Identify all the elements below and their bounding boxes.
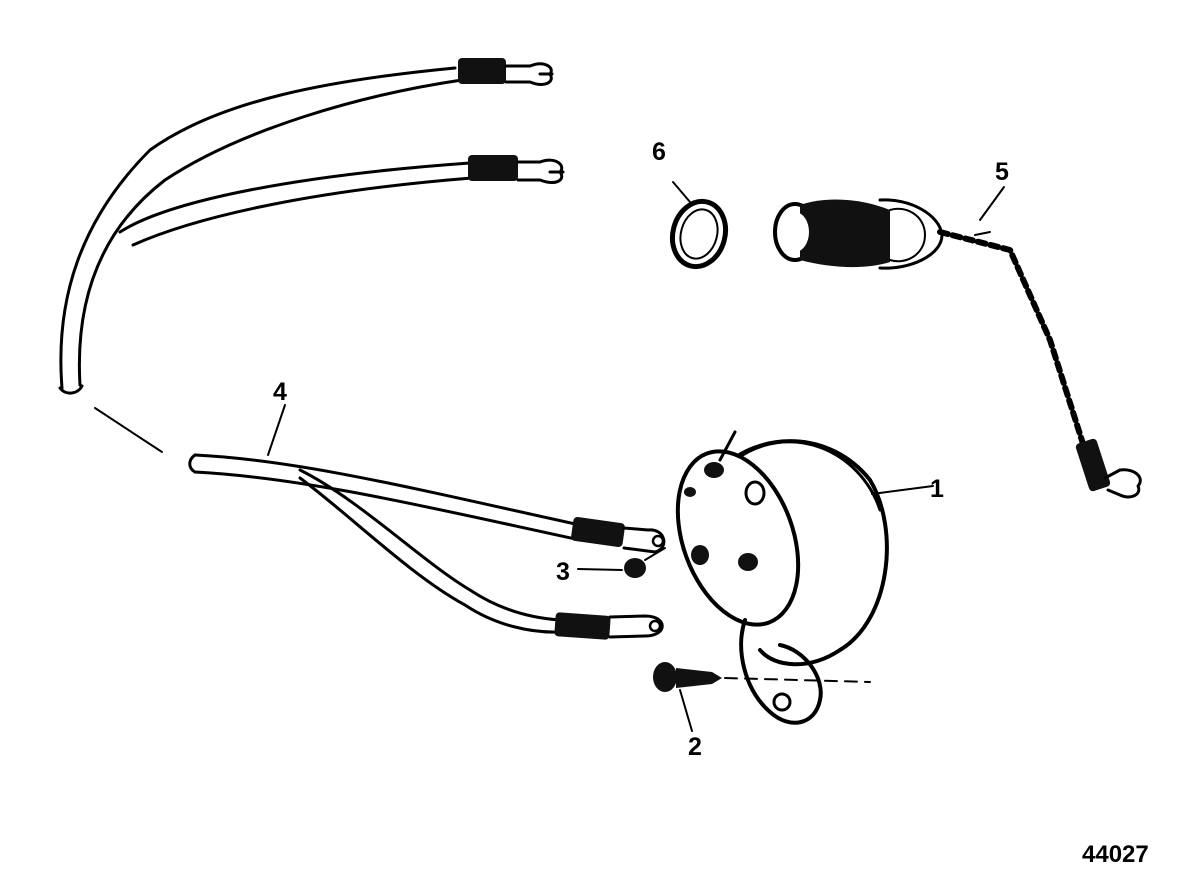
plug-assembly xyxy=(773,198,1142,499)
harness-ring-terminal-lower xyxy=(554,612,664,640)
harness-ring-terminal-upper xyxy=(571,517,666,554)
callout-4: 4 xyxy=(273,378,287,406)
callout-leaders xyxy=(267,186,1005,732)
upper-spade-terminal xyxy=(458,58,554,86)
middle-spade-terminal xyxy=(468,155,565,184)
upper-wire-pair xyxy=(58,58,565,395)
callout-2: 2 xyxy=(688,733,702,761)
mounting-screw xyxy=(653,662,871,692)
retaining-ring xyxy=(669,181,729,270)
lower-wire-harness xyxy=(188,453,666,640)
figure-number: 44027 xyxy=(1082,841,1149,868)
horn-body xyxy=(675,430,889,725)
horn-terminal-posts xyxy=(684,462,766,571)
horn-mounting-bracket xyxy=(739,618,823,725)
callout-5: 5 xyxy=(995,158,1009,186)
callout-6: 6 xyxy=(652,138,666,166)
terminal-nut xyxy=(624,547,666,578)
callout-3: 3 xyxy=(556,558,570,586)
continuation-line xyxy=(94,407,163,453)
callout-1: 1 xyxy=(930,475,944,503)
